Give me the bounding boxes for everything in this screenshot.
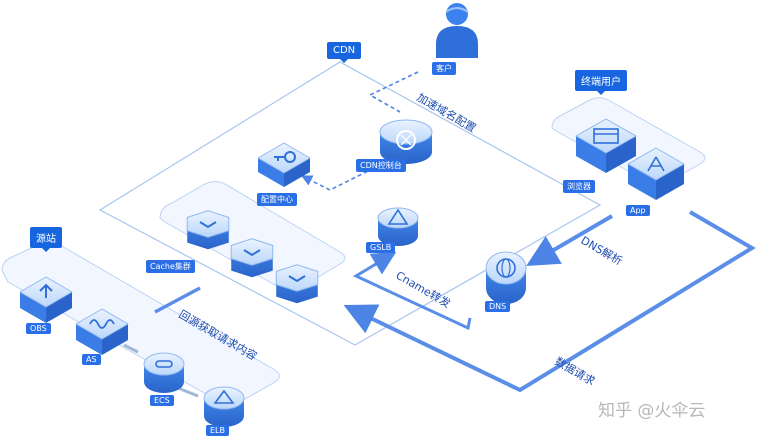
cdn-console-node <box>379 119 433 164</box>
cdn-zone-tag: CDN <box>327 42 362 63</box>
customer-label: 客户 <box>432 62 456 75</box>
as-node <box>75 308 129 355</box>
cache-node-1 <box>186 210 230 250</box>
cloud-cube-icon <box>396 130 416 150</box>
user-icon <box>436 3 478 58</box>
obs-node <box>19 276 73 323</box>
elb-node <box>203 386 245 427</box>
chain-icon <box>155 360 173 368</box>
ecs-label: ECS <box>150 395 174 406</box>
data-request-path <box>343 210 756 393</box>
dns-resolve-arrow <box>526 214 614 267</box>
gslb-label: GSLB <box>366 242 396 253</box>
wave-icon <box>89 319 115 329</box>
obs-label: OBS <box>26 323 51 334</box>
as-label: AS <box>82 354 101 365</box>
app-label: App <box>626 205 650 216</box>
customer-console-link <box>368 71 419 113</box>
config-center-label: 配置中心 <box>257 193 297 206</box>
browser-node <box>575 118 637 173</box>
cname-path <box>352 251 472 331</box>
app-icon <box>647 156 665 172</box>
end-user-zone-tag: 终端用户 <box>575 70 627 95</box>
gslb-node <box>377 207 419 246</box>
sail-icon <box>387 208 409 225</box>
ecs-node <box>143 352 185 393</box>
cache-node-3 <box>275 264 319 304</box>
watermark: 知乎 @火伞云 <box>598 401 706 421</box>
browser-window-icon <box>593 128 619 144</box>
cdn-console-label: CDN控制台 <box>356 159 406 172</box>
node-cubes <box>19 118 685 427</box>
cdn-zone <box>98 61 602 346</box>
elb-label: ELB <box>206 425 229 436</box>
sail-icon <box>213 389 235 404</box>
origin-chain-arrows <box>123 343 199 398</box>
cache-cluster-label: Cache集群 <box>146 260 195 273</box>
upload-cloud-icon <box>39 283 53 298</box>
origin-zone-tag: 源站 <box>30 227 62 252</box>
origin-fetch-line <box>154 286 201 314</box>
console-config-link <box>300 164 381 191</box>
dns-label: DNS <box>485 301 511 312</box>
cache-node-2 <box>230 238 274 278</box>
dns-node <box>485 251 527 304</box>
app-node <box>627 147 685 200</box>
config-center-node <box>257 142 311 187</box>
browser-label: 浏览器 <box>563 180 595 193</box>
